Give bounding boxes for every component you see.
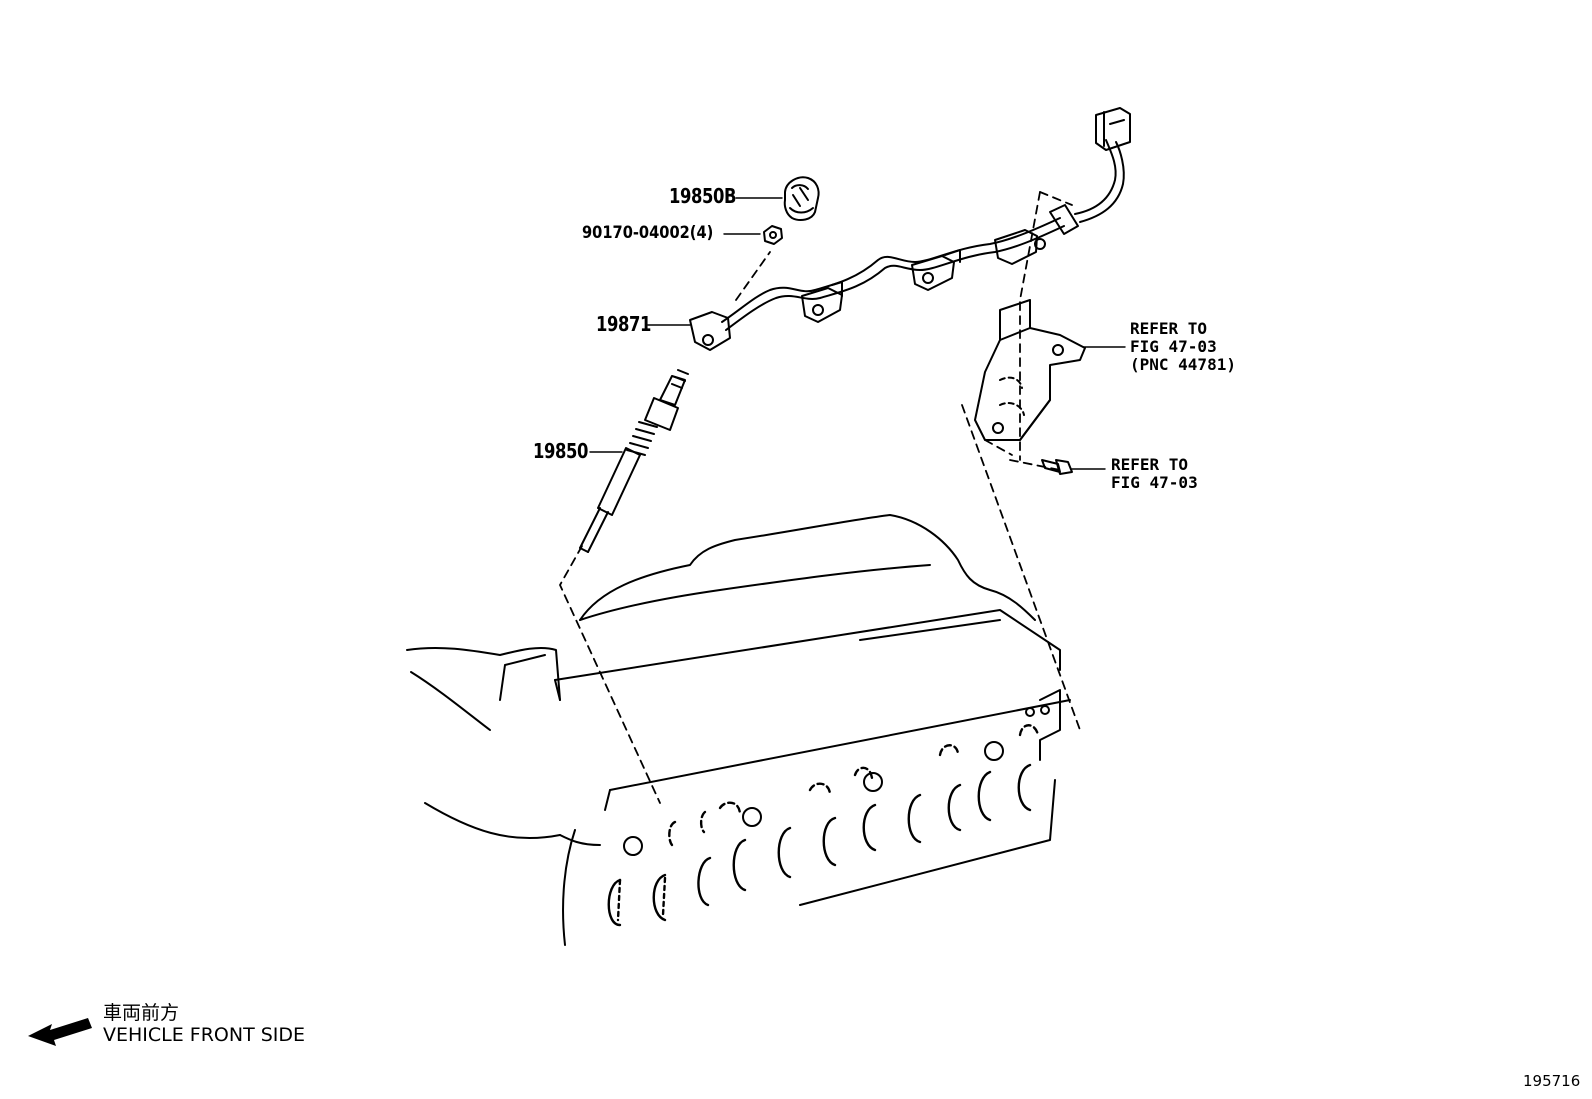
refer-bolt-line-1: REFER TO: [1111, 455, 1189, 474]
refer-bolt-note: REFER TO FIG 47-03: [1111, 456, 1198, 492]
refer-bracket-line-3: (PNC 44781): [1130, 355, 1236, 374]
terminal-cap: [783, 176, 820, 221]
part-number-19850b: 19850B: [669, 184, 737, 208]
vehicle-front-label: 車両前方 VEHICLE FRONT SIDE: [103, 1002, 305, 1046]
glow-plug-wire-harness: [689, 107, 1131, 351]
glow-plug: [579, 369, 689, 553]
nut: [763, 225, 783, 245]
figure-number: 195716: [1523, 1072, 1581, 1090]
bracket: [974, 299, 1086, 441]
part-number-19871: 19871: [596, 312, 652, 336]
part-number-19850: 19850: [533, 439, 589, 463]
leader-lines: [589, 197, 1126, 470]
engine-block: [406, 514, 1071, 946]
refer-bolt-line-2: FIG 47-03: [1111, 473, 1198, 492]
vehicle-front-english: VEHICLE FRONT SIDE: [103, 1024, 306, 1046]
vehicle-front-japanese: 車両前方: [103, 1002, 180, 1024]
part-number-90170-04002: 90170-04002(4): [582, 223, 714, 243]
bolt: [1041, 459, 1073, 475]
refer-bracket-line-2: FIG 47-03: [1130, 337, 1217, 356]
vehicle-front-arrow: [28, 1018, 92, 1046]
refer-bracket-note: REFER TO FIG 47-03 (PNC 44781): [1130, 320, 1236, 374]
cylinder-ports: [607, 724, 1040, 927]
glow-plug-holes: [623, 705, 1050, 856]
assembly-lines: [559, 191, 1081, 804]
refer-bracket-line-1: REFER TO: [1130, 319, 1208, 338]
